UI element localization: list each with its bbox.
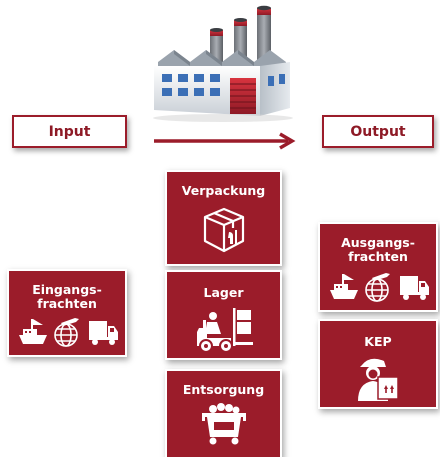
tile-entsorgung[interactable]: Entsorgung	[167, 371, 280, 457]
tile-eingangsfrachten-title: Eingangs- frachten	[32, 282, 102, 311]
input-label: Input	[12, 115, 127, 148]
output-label: Output	[322, 115, 434, 148]
tile-lager[interactable]: Lager	[167, 272, 280, 358]
tile-kep-title: KEP	[364, 334, 392, 349]
waste-container-icon	[202, 403, 246, 445]
forklift-icon	[197, 308, 253, 353]
tile-eingangsfrachten[interactable]: Eingangs- frachten	[9, 271, 125, 355]
box-icon	[203, 207, 245, 253]
courier-icon	[358, 358, 399, 401]
tile-lager-title: Lager	[203, 285, 244, 300]
globe-plane-icon	[365, 273, 390, 302]
tile-verpackung-title: Verpackung	[181, 183, 266, 198]
truck-icon	[400, 276, 429, 300]
tile-verpackung[interactable]: Verpackung	[167, 172, 280, 264]
ship-icon	[330, 274, 358, 299]
tile-ausgangsfrachten-title: Ausgangs- frachten	[341, 235, 415, 264]
tile-kep[interactable]: KEP	[320, 321, 436, 407]
input-output-arrow	[154, 132, 296, 150]
tile-ausgangsfrachten[interactable]: Ausgangs- frachten	[320, 224, 436, 310]
globe-plane-icon	[54, 318, 79, 347]
truck-icon	[89, 321, 118, 345]
tile-entsorgung-title: Entsorgung	[182, 382, 265, 397]
factory-icon	[153, 5, 293, 122]
ship-icon	[19, 319, 47, 344]
